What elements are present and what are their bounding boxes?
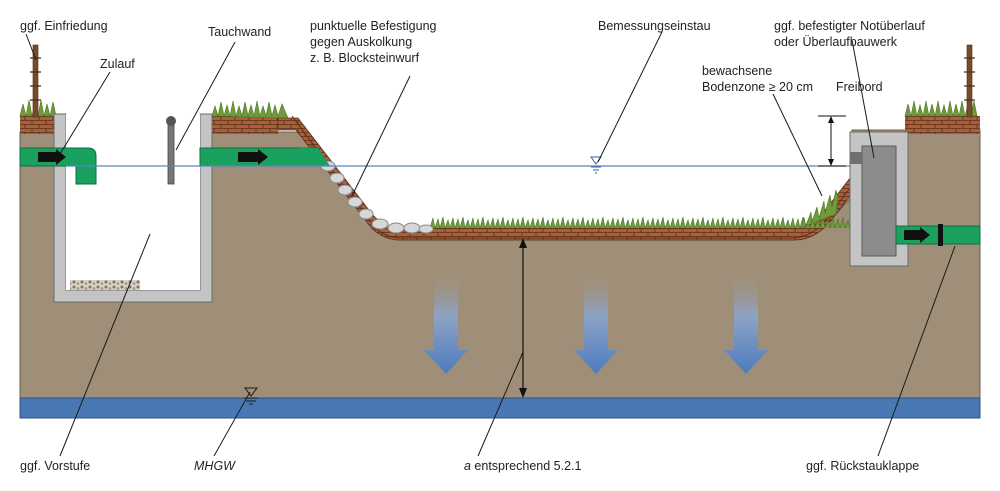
- connecting-pipe-end: [300, 148, 330, 166]
- groundwater-band: [19, 397, 981, 419]
- label-einfriedung: ggf. Einfriedung: [20, 19, 108, 33]
- label-vorstufe: ggf. Vorstufe: [20, 459, 90, 473]
- infiltration-arrows: [424, 268, 768, 374]
- backflow-flap: [938, 224, 943, 246]
- label-bodenzone-line-2: Bodenzone ≥ 20 cm: [702, 80, 813, 94]
- grass-right-top: [904, 100, 978, 117]
- basin-lining: [291, 115, 851, 239]
- label-freibord: Freibord: [836, 80, 883, 94]
- freeboard-dimension: [818, 115, 846, 167]
- outlet-arrow: [904, 227, 930, 243]
- topsoil-right: [905, 116, 980, 134]
- grass-floor: [429, 216, 861, 230]
- dip-wall: [167, 123, 175, 185]
- dip-wall-top: [166, 116, 176, 126]
- label-zulauf: Zulauf: [100, 57, 135, 71]
- label-abstand-text: entsprechend 5.2.1: [471, 459, 582, 473]
- riprap-stones: [320, 160, 434, 234]
- inlet-arrow: [38, 149, 66, 165]
- label-abstand: a entsprechend 5.2.1: [464, 459, 581, 473]
- overflow-rim: [850, 152, 862, 164]
- grass-right-slope: [799, 189, 839, 229]
- label-notueberlauf-line-1: ggf. befestigter Notüberlauf: [774, 19, 925, 33]
- connecting-arrow: [238, 149, 268, 165]
- label-bemessungseinstau: Bemessungseinstau: [598, 19, 711, 33]
- overflow-shaft: [861, 145, 897, 257]
- label-befestigung-line-3: z. B. Blocksteinwurf: [310, 51, 420, 65]
- topsoil-left-2: [212, 116, 278, 134]
- label-rueckstauklappe: ggf. Rückstauklappe: [806, 459, 919, 473]
- vorstufe-interior: [66, 114, 200, 290]
- grass-left-top: [19, 99, 57, 117]
- label-befestigung-line-1: punktuelle Befestigung: [310, 19, 437, 33]
- label-notueberlauf-line-2: oder Überlaufbauwerk: [774, 35, 898, 49]
- topsoil-left: [20, 116, 54, 134]
- fence-right: [964, 44, 975, 118]
- label-bodenzone-line-1: bewachsene: [702, 64, 772, 78]
- grass-middle-top: [211, 100, 289, 119]
- label-abstand-variable: a: [464, 459, 471, 473]
- label-befestigung-line-2: gegen Auskolkung: [310, 35, 412, 49]
- leader-lines: [25, 31, 956, 457]
- gravel-bed: [70, 280, 140, 290]
- label-tauchwand: Tauchwand: [208, 25, 271, 39]
- distance-a-dimension: [519, 238, 527, 398]
- label-mhgw: MHGW: [194, 459, 236, 473]
- fence-left: [30, 44, 41, 118]
